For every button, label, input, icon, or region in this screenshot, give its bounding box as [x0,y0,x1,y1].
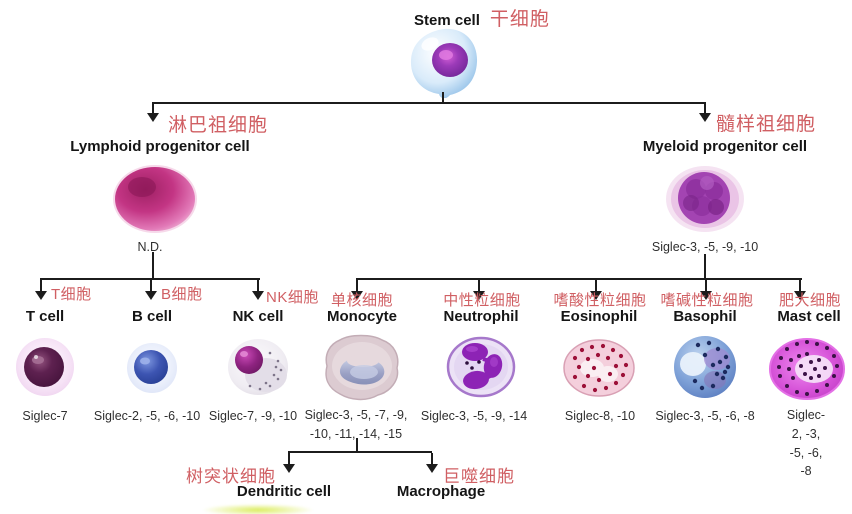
arrow-to-basophil [705,280,707,292]
mast-cell-siglec: Siglec-2, -3, -5, -6, -8 [786,408,826,479]
eosinophil-label-zh: 嗜酸性粒细胞 [553,292,647,309]
b-cell-image [127,343,177,393]
arrow-to-lymphoid [152,102,154,114]
basophil-siglec: Siglec-3, -5, -6, -8 [655,409,755,423]
b-cell-siglec: Siglec-2, -5, -6, -10 [93,409,201,423]
arrow-to-macrophage [431,453,433,465]
stem-cell-header: Stem cell 干细胞 [414,4,550,31]
basophil-image [674,336,736,398]
myeloid-label-zh: 髓样祖细胞 [716,114,817,135]
b-cell-label-en: B cell [131,308,173,325]
connector-derived-horizontal [288,451,432,453]
connector-myeloid-down [704,254,706,280]
t-cell-label-en: T cell [25,308,65,325]
cropped-highlight-smudge [203,504,313,514]
nk-cell-label-en: NK cell [232,308,284,325]
connector-myeloid-horizontal [356,278,802,280]
lymphoid-label-en: Lymphoid progenitor cell [70,138,250,155]
nk-cell-image [228,339,288,395]
monocyte-label-zh: 单核细胞 [330,292,394,309]
eosinophil-label-en: Eosinophil [560,308,638,325]
dendritic-label-en: Dendritic cell [236,483,332,500]
mast-cell-label-en: Mast cell [777,308,841,325]
lymphoid-label-zh: 淋巴祖细胞 [168,115,269,136]
connector-monocyte-down [356,438,358,452]
connector-lymphoid-down [152,252,154,280]
macrophage-label-zh: 巨噬细胞 [443,467,515,486]
neutrophil-label-zh: 中性粒细胞 [443,292,521,309]
stem-cell-label-en: Stem cell [414,12,480,29]
b-cell-label-zh: B细胞 [161,286,203,303]
t-cell-siglec: Siglec-7 [22,409,68,423]
connector-lymphoid-horizontal [40,278,260,280]
arrow-to-myeloid [704,102,706,114]
myeloid-cell-image [666,166,744,232]
arrow-to-monocyte [356,280,358,292]
monocyte-siglec: Siglec-3, -5, -7, -9, -10, -11, -14, -15 [304,408,408,441]
basophil-label-zh: 嗜碱性粒细胞 [660,292,754,309]
arrow-to-neutrophil [478,280,480,292]
monocyte-label-en: Monocyte [326,308,398,325]
neutrophil-label-en: Neutrophil [443,308,519,325]
arrow-to-b-cell [150,280,152,292]
arrow-to-eosinophil [595,280,597,292]
macrophage-label-en: Macrophage [396,483,486,500]
stem-cell-image [410,28,478,98]
nk-cell-siglec: Siglec-7, -9, -10 [208,409,298,423]
t-cell-label-zh: T细胞 [51,286,92,303]
nk-cell-label-zh: NK细胞 [266,289,319,306]
dendritic-label-zh: 树突状细胞 [186,467,276,486]
lymphoid-cell-image [113,165,197,233]
stem-cell-label-zh: 干细胞 [489,9,550,30]
neutrophil-siglec: Siglec-3, -5, -9, -14 [420,409,528,423]
connector-level1-horizontal [152,102,706,104]
connector-stem-down [442,92,444,104]
t-cell-image [16,338,74,396]
myeloid-marker: Siglec-3, -5, -9, -10 [651,240,759,254]
arrow-to-dendritic [288,453,290,465]
arrow-to-t-cell [40,280,42,292]
eosinophil-siglec: Siglec-8, -10 [564,409,636,423]
mast-cell-label-zh: 肥大细胞 [778,292,842,309]
lymphoid-marker: N.D. [137,240,163,254]
basophil-label-en: Basophil [673,308,737,325]
myeloid-label-en: Myeloid progenitor cell [642,138,808,155]
eosinophil-image [563,339,635,397]
monocyte-image [325,334,399,401]
mast-cell-image [769,338,845,400]
arrow-to-mast-cell [799,280,801,292]
arrow-to-nk-cell [257,280,259,292]
neutrophil-image [446,336,516,398]
